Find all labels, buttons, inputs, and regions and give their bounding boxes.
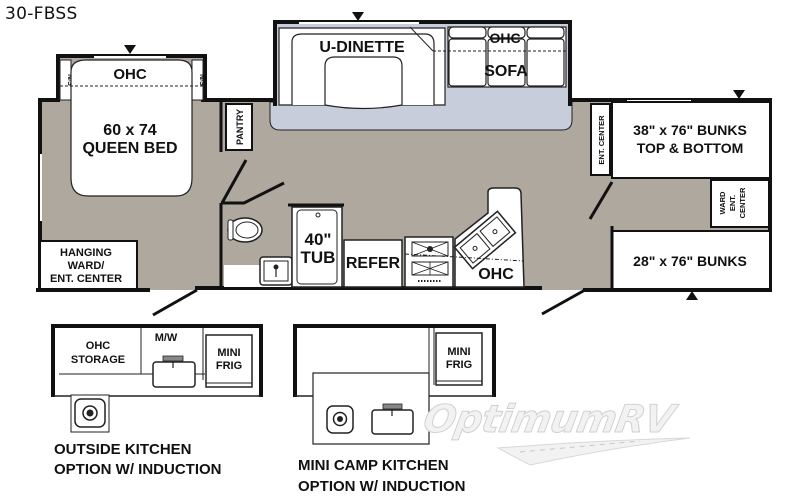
outside-mw-label: M/W (155, 332, 178, 344)
watermark-text: OptimumRV (420, 397, 681, 442)
dinette-table (324, 56, 403, 110)
optimumrv-watermark-logo: OptimumRV (420, 397, 691, 466)
bed-type-label: QUEEN BED (82, 140, 177, 157)
bunkhouse: ENT. CENTER 38" x 76" BUNKS TOP & BOTTOM… (588, 101, 771, 290)
model-title: 30-FBSS (5, 4, 78, 24)
bunks-top-line1: 38" x 76" BUNKS (633, 122, 747, 138)
slide-arrow-bedroom (124, 45, 136, 54)
wardrobe-line3: ENT. CENTER (50, 273, 122, 285)
pantry (225, 103, 253, 151)
living-slide-floor (269, 101, 573, 131)
bunks-bottom-label: 28" x 76" BUNKS (633, 253, 747, 269)
kitchen-sink-icon (453, 210, 517, 270)
slide-arrow-living (352, 12, 364, 21)
living-slide: U-DINETTE OHC SOFA (278, 26, 567, 110)
slide-arrow-bunk-bottom (686, 291, 698, 300)
bathroom: 40" TUB (219, 181, 344, 290)
outside-sink-icon (152, 361, 196, 388)
entry-door-rear (152, 288, 198, 317)
tub-label: TUB (301, 248, 336, 267)
outside-caption-line1: OUTSIDE KITCHEN (54, 441, 192, 458)
camp-frig-line2: FRIG (446, 359, 472, 371)
outside-mini-frig (205, 334, 253, 388)
bedroom: N/S N/S OHC 60 x 74 QUEEN BED HANGING WA… (39, 59, 253, 290)
sofa-ohc-label: OHC (489, 30, 520, 46)
sofa-label: SOFA (484, 63, 528, 80)
outside-ohc-line1: OHC (86, 340, 111, 352)
dinette-label: U-DINETTE (319, 39, 405, 56)
nightstand-left-label: N/S (66, 74, 73, 86)
camp-caption-line1: MINI CAMP KITCHEN (298, 457, 449, 474)
outside-frig-line2: FRIG (216, 360, 242, 372)
camp-frig-line1: MINI (447, 346, 470, 358)
outside-ohc-line2: STORAGE (71, 354, 125, 366)
ward-ent-line1: WARD (718, 191, 727, 214)
bedroom-door (220, 159, 248, 204)
ward-ent-line3: CENTER (738, 187, 747, 218)
refrigerator (343, 239, 403, 288)
camp-mini-frig (435, 332, 483, 386)
outside-frig-line1: MINI (217, 347, 240, 359)
camp-caption-line2: OPTION W/ INDUCTION (298, 478, 466, 495)
outside-kitchen-option: OHC STORAGE M/W MINI FRIG OUTSIDE KITCHE… (51, 324, 263, 478)
entry-door-main (541, 288, 586, 316)
tub-size-label: 40" (305, 230, 332, 249)
wardrobe-line1: HANGING (60, 247, 112, 259)
queen-bed (70, 59, 193, 197)
ent-center (590, 103, 611, 176)
kitchen: REFER OHC (343, 187, 525, 288)
outside-caption-line2: OPTION W/ INDUCTION (54, 461, 222, 478)
bunks-top-line2: TOP & BOTTOM (637, 140, 744, 156)
bed-size-label: 60 x 74 (103, 122, 156, 139)
bunks-top (611, 101, 771, 179)
hanging-wardrobe (39, 240, 138, 290)
tub (291, 206, 343, 288)
pantry-label: PANTRY (235, 109, 245, 145)
bunks-bottom (611, 230, 771, 290)
bedroom-ohc-label: OHC (113, 66, 147, 83)
refer-label: REFER (346, 255, 401, 272)
bunk-door (588, 181, 614, 220)
ent-center-label: ENT. CENTER (597, 115, 606, 165)
ward-ent-center (710, 179, 770, 228)
ward-ent-line2: ENT. (728, 195, 737, 211)
kitchen-ohc-label: OHC (478, 266, 514, 283)
nightstand-right-label: N/S (198, 74, 205, 86)
mini-camp-kitchen-option: MINI FRIG MINI CAMP KITCHEN OPTION W/ IN… (293, 324, 496, 495)
wardrobe-line2: WARD/ (68, 260, 105, 272)
slide-arrow-bunk-top (733, 90, 745, 99)
